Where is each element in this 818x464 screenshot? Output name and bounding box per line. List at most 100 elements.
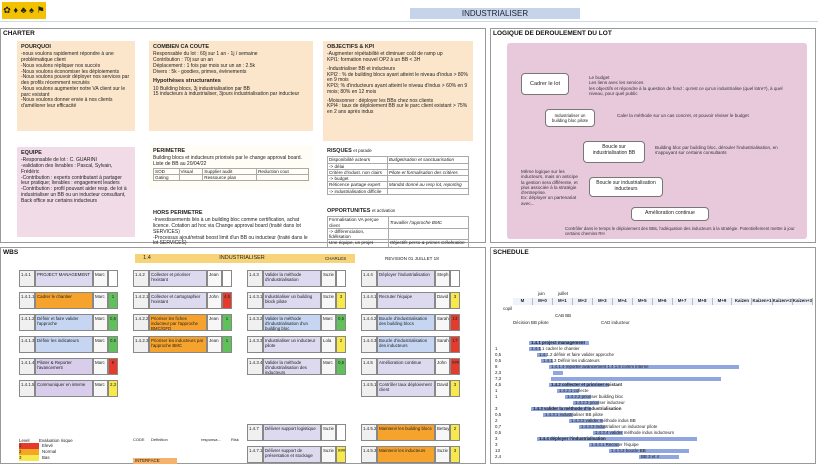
table-cell: -> industrialisation difficile [327, 187, 388, 196]
pourquoi-line: -Nous voulons donner envie à nos clients… [21, 97, 113, 110]
wbs-label: Définir les indicateurs [35, 336, 93, 353]
table-cell: Gating [153, 174, 180, 182]
month-label: M+2 [573, 298, 593, 305]
gantt-value: 0,7 [495, 424, 502, 429]
month-label: M+9 [713, 298, 733, 305]
wbs-effort: 0,5 [108, 314, 118, 331]
wbs-effort [222, 270, 232, 287]
cadrer-lot-box: Cadrer le lot [521, 73, 569, 95]
wbs-code: 1.4.1.3 [19, 336, 35, 353]
wbs-label: Contrôler taux déploiement client [377, 380, 435, 397]
wbs-effort [336, 424, 346, 441]
equipe-heading: EQUIPE [21, 150, 42, 156]
wbs-effort: 0,5 [336, 314, 346, 331]
objectifs-box: OBJECTIFS & KPI -Augmenter répétabilité … [323, 41, 473, 141]
wbs-effort: 3 [336, 292, 346, 309]
table-cell: Formalisation VA perçue client [327, 216, 389, 229]
pourquoi-line: -Nous voulons répliquer nos succès [21, 62, 101, 69]
page-title: INDUSTRIALISER [410, 8, 580, 19]
equipe-line: -Contribution : experts contributant à p… [21, 174, 122, 187]
gantt-label: 1.4.1.1 cadrer le chantier [531, 346, 580, 351]
gantt-bar [579, 425, 605, 429]
amelioration-box: Amélioration continue [631, 207, 709, 221]
gantt-value: 3 [495, 406, 498, 411]
wbs-code: 1.4.1.2 [19, 314, 35, 331]
wbs-owner: Suzie [321, 446, 336, 463]
wbs-label: Industrialiser un building block pilote [263, 292, 321, 309]
risques-heading: RISQUES et parade [327, 148, 469, 154]
month-label: M [513, 298, 533, 305]
wbs-label: Boucle d'industrialisation des building … [377, 314, 435, 331]
gantt-bar [551, 377, 721, 381]
cadrer-note-line: les objectifs et répondre à la question … [589, 85, 783, 96]
gantt-value: 8 [495, 364, 498, 369]
wbs-owner: Suzie [435, 446, 450, 463]
gantt-bar [557, 389, 579, 393]
combien-line: 10 Building blocs, 3j industrialisation … [153, 85, 250, 92]
month-label: Kaizen+3 [792, 298, 813, 305]
wbs-effort: ### [336, 446, 346, 463]
wbs-effort: 2 [336, 336, 346, 353]
legend-label: Normal [42, 449, 57, 455]
objectifs-line: KPI4 : taux de déploiement BB sur le par… [327, 103, 468, 116]
hors-line: -Investissements liés à un building bloc… [153, 217, 301, 235]
wbs-effort: 3 [450, 380, 460, 397]
wbs-owner: Marc [321, 358, 336, 375]
gantt-label: 1.4.3.2 valider méthode indus BB [571, 418, 636, 423]
charter-panel: CHARTER POURQUOI -nous voulons rapidemen… [0, 28, 486, 277]
legend-level: 3 [19, 455, 39, 462]
gantt-label: 1.4.4 déployer l'industrialisation [539, 436, 606, 441]
pourquoi-line: -Nous voulons économiser les déploiement… [21, 68, 120, 75]
cadrer-note-line: Le budget [589, 75, 610, 80]
month-label: M+5 [633, 298, 653, 305]
perimetre-line: Building blocs et inducteurs priorisés p… [153, 155, 302, 168]
gantt-bar [593, 431, 623, 435]
schedule-title: SCHEDULE [493, 249, 529, 256]
combien-line: Contribution : 70j sur un an [153, 57, 214, 64]
gantt-bar [537, 437, 697, 441]
legend-label: Bas [42, 455, 50, 461]
wbs-label: Déployer l'industrialisation [377, 270, 435, 287]
logo-icon: ♠ [29, 5, 34, 16]
table-cell: Mandat donné au resp lot, reporting [386, 181, 470, 189]
wbs-label: PROJECT MANAGEMENT [35, 270, 93, 287]
month-label: M+6 [653, 298, 673, 305]
wbs-effort [450, 270, 460, 287]
wbs-effort: 13 [450, 314, 460, 331]
opportunites-suffix: et activation [371, 208, 396, 213]
wbs-code: 1.4.5 [361, 358, 377, 375]
opportunites-heading: OPPORTUNITES et activation [327, 208, 469, 214]
perimetre-table: SOD Visual Supplier audit Reduction cout… [153, 167, 309, 182]
wbs-label: Maintenir les building blocs [377, 424, 435, 441]
gantt-bar [589, 443, 619, 447]
gantt-value: 0,5 [495, 352, 502, 357]
gantt-label: 1.4.1.2 définir et faire valider approch… [539, 352, 614, 357]
legend-level: 1 [19, 443, 39, 450]
wbs-code: 1.4.7.1 [247, 446, 263, 463]
wbs-effort: 2,3 [108, 380, 118, 397]
milestone-cab-bb: CAB BB [555, 313, 572, 318]
gantt-value: 3 [495, 442, 498, 447]
table-cell: Critère d'indust. non clairs [327, 168, 388, 177]
wbs-code: 1.4.5.3 [361, 446, 377, 463]
wbs-label: Communiquer en interne [35, 380, 93, 397]
table-row: -> différenciation, fidélisation [327, 227, 470, 241]
table-cell: Pilote et formalisation des critères [386, 168, 470, 177]
gantt-label: 1.4.3.3 industrialiser un inducteur pilo… [581, 424, 658, 429]
wbs-effort: 0,5 [108, 336, 118, 353]
month-top-2: juillet [558, 291, 569, 296]
wbs-label: Piloter & Reporter l'avancement [35, 358, 93, 375]
